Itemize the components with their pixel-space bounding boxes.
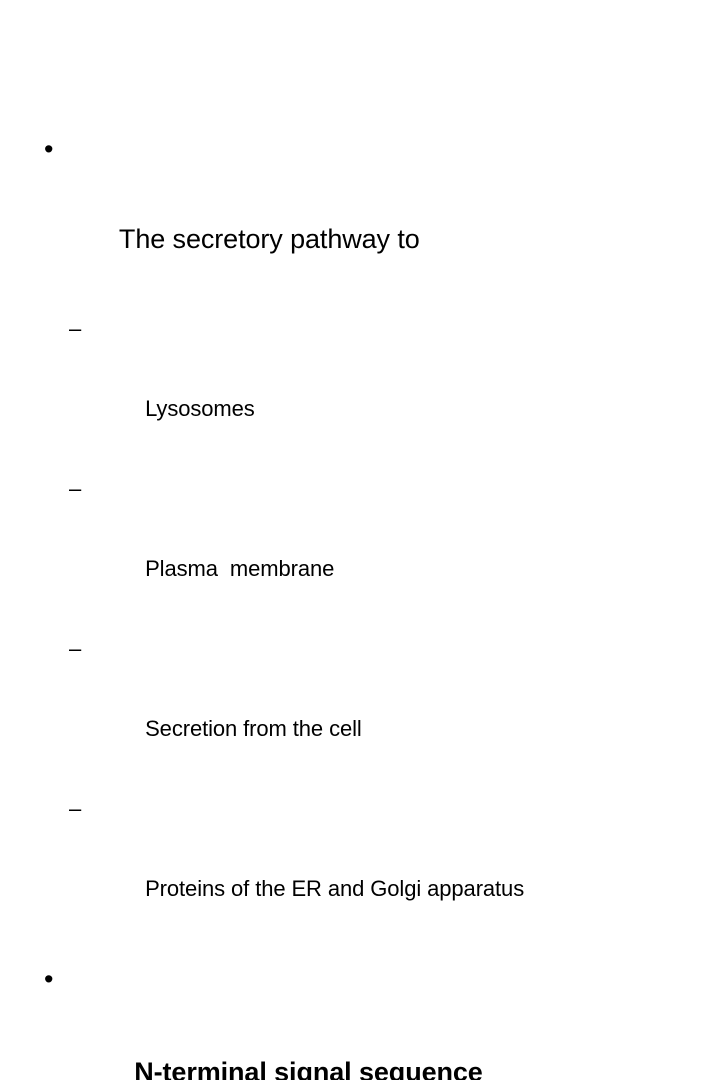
bullet-item-secretory-pathway: • The secretory pathway to [0, 127, 720, 307]
bullet-text-bold: N-terminal signal sequence [134, 1057, 483, 1080]
sub-bullet-text: Proteins of the ER and Golgi apparatus [145, 876, 525, 901]
closing-bullet-list: • N-terminal signal sequence • Internal … [0, 957, 720, 1080]
dash-icon: – [69, 476, 82, 501]
sub-bullet-item-lysosomes: – Lysosomes [0, 309, 720, 469]
dash-icon: – [69, 316, 82, 341]
dash-icon: – [69, 636, 82, 661]
sub-bullet-item-proteins-er-golgi: – Proteins of the ER and Golgi apparatus [0, 789, 720, 949]
bullet-item-n-terminal-signal-sequence: • N-terminal signal sequence [0, 957, 720, 1080]
sub-bullet-text: Plasma membrane [145, 556, 335, 581]
slide-body-content: • The secretory pathway to – Lysosomes –… [0, 127, 720, 1080]
bullet-dot-icon: • [44, 134, 54, 164]
bullet-text: The secretory pathway to [118, 224, 420, 254]
sub-bullet-text: Secretion from the cell [145, 716, 362, 741]
slide-canvas: • The secretory pathway to – Lysosomes –… [44, 134, 525, 1080]
dash-icon: – [69, 796, 82, 821]
bullet-dot-icon: • [44, 964, 54, 994]
sub-bullet-item-plasma-membrane: – Plasma membrane [0, 469, 720, 629]
sub-bullet-list: – Lysosomes – Plasma membrane – Secretio… [0, 309, 720, 949]
sub-bullet-text: Lysosomes [145, 396, 255, 421]
sub-bullet-item-secretion-from-cell: – Secretion from the cell [0, 629, 720, 789]
